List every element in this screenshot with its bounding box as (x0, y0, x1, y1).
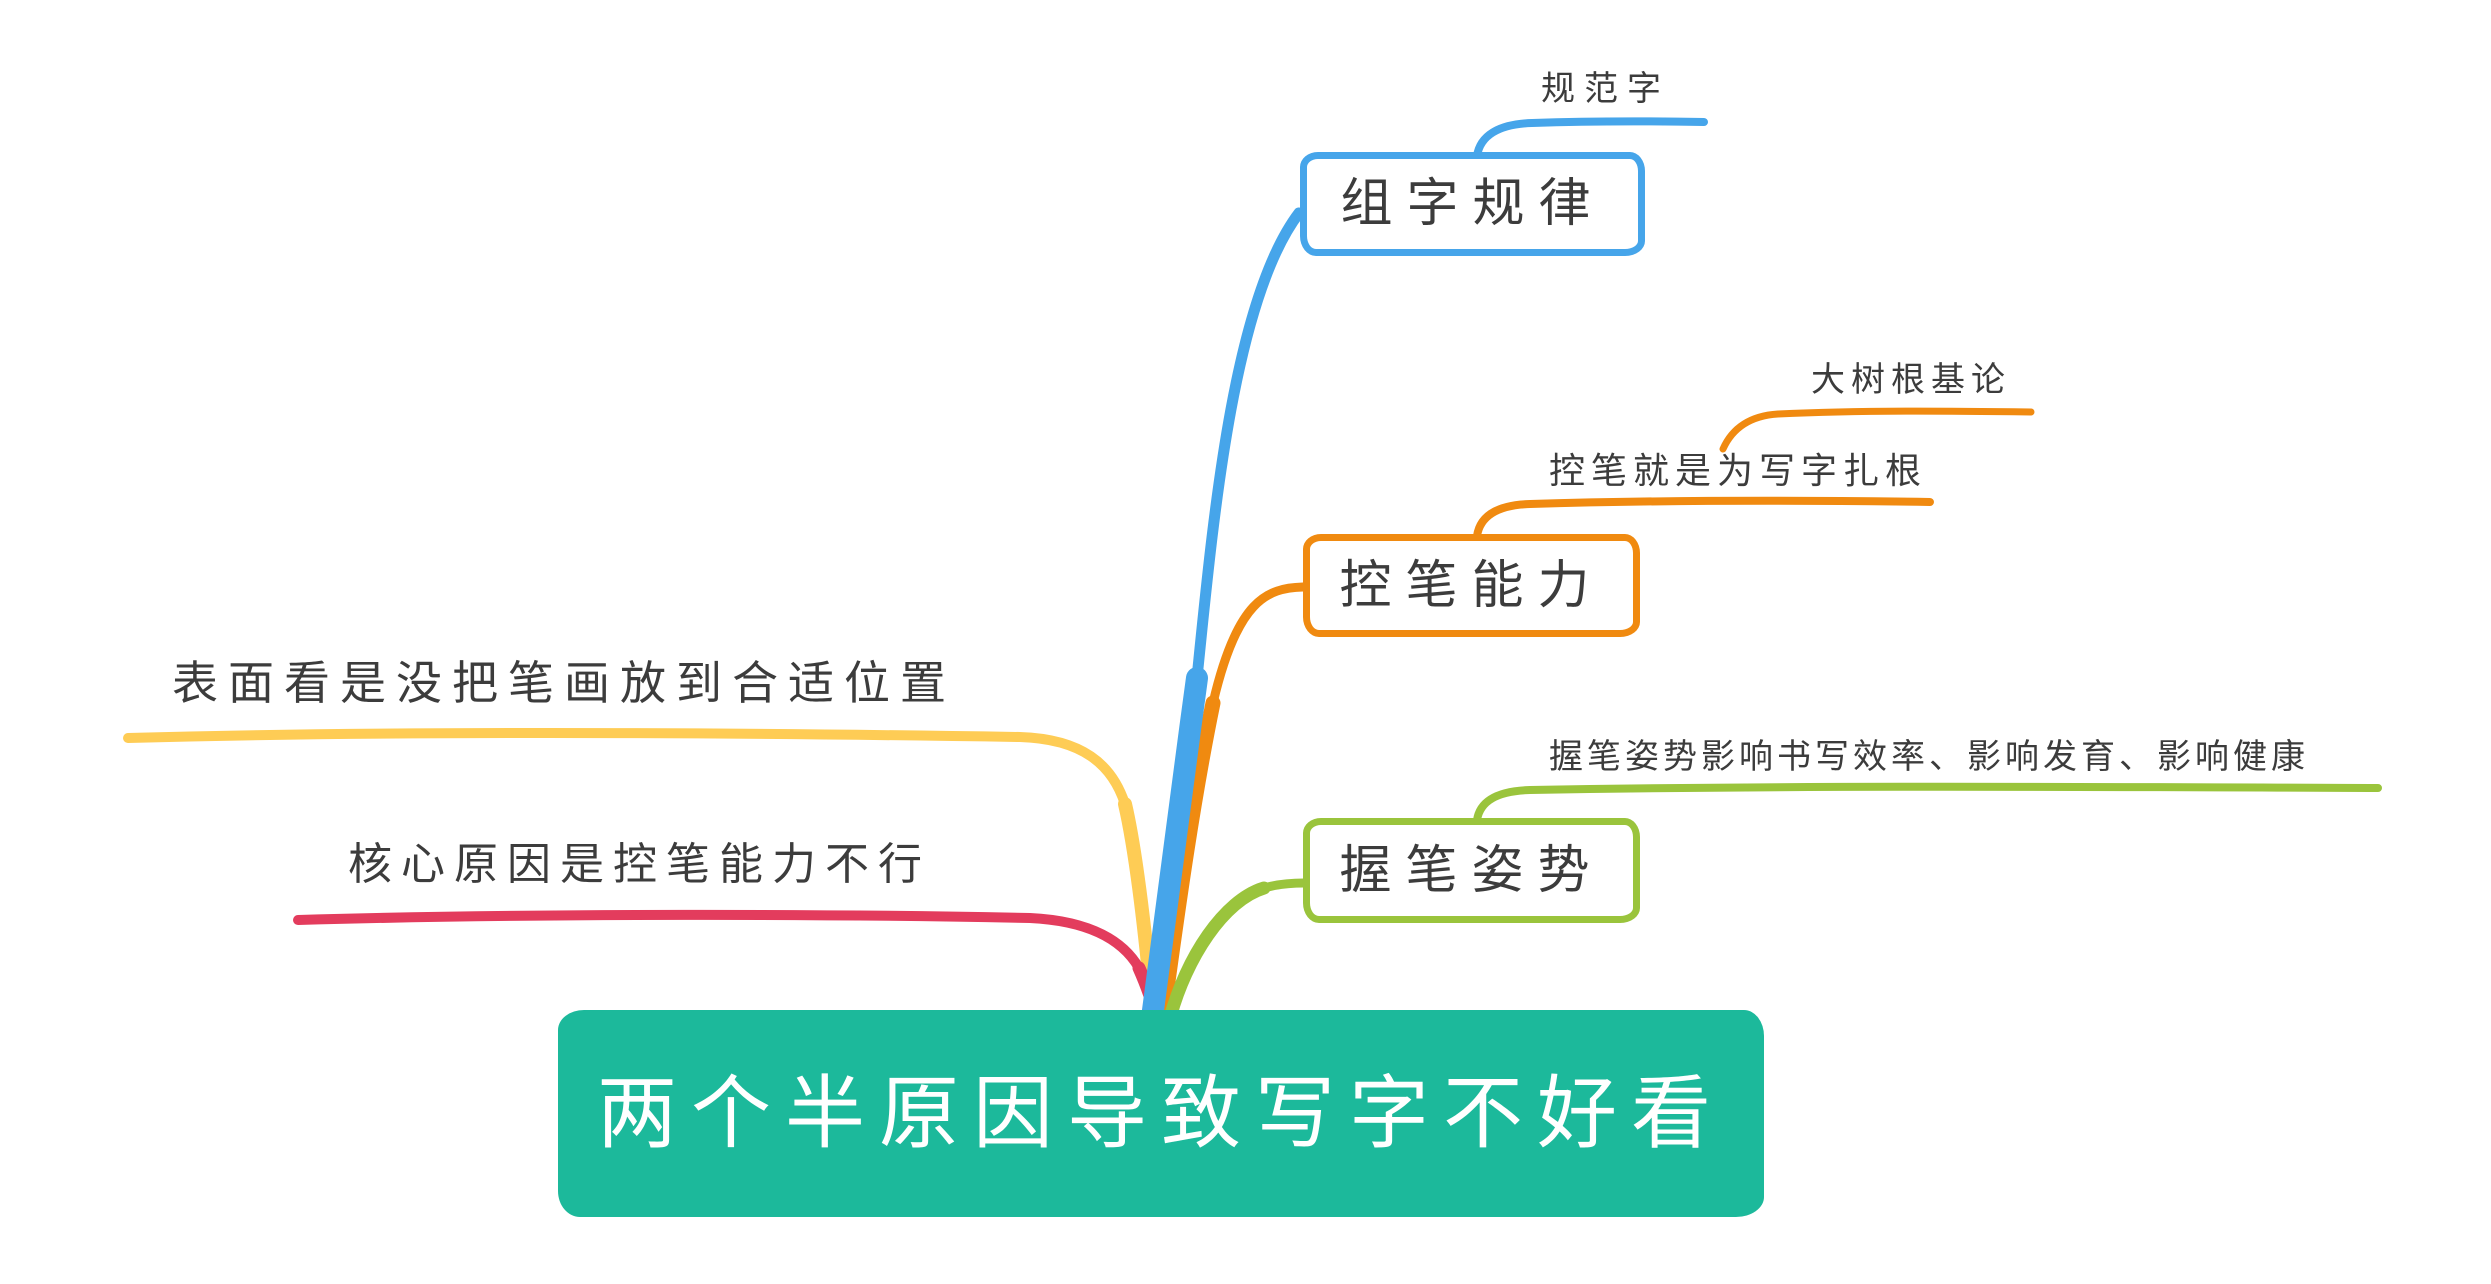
subtopic-control-pen-root[interactable]: 控笔就是为写字扎根 (1549, 451, 1928, 492)
subtopic-grip-effects[interactable]: 握笔姿势影响书写效率、影响发育、影响健康 (1549, 737, 2309, 777)
topic-character-rules[interactable]: 组字规律 (1300, 152, 1645, 256)
branch-grip-child-underline (1473, 782, 2382, 824)
topic-pen-control-label: 控笔能力 (1339, 555, 1604, 616)
branch-surface-line (123, 728, 1130, 809)
topic-surface-reason[interactable]: 表面看是没把笔画放到合适位置 (172, 656, 956, 710)
central-topic-label: 两个半原因导致写字不好看 (597, 1066, 1725, 1160)
branch-rules-trunk (1141, 667, 1208, 1029)
topic-character-rules-label: 组字规律 (1340, 174, 1605, 234)
central-topic-node[interactable]: 两个半原因导致写字不好看 (558, 1010, 1764, 1217)
branch-pen-control-curve (1208, 582, 1308, 708)
branch-rules-curve (1191, 207, 1305, 684)
branch-standard-char-underline (1473, 117, 1708, 160)
topic-grip-posture[interactable]: 握笔姿势 (1303, 818, 1640, 923)
subtopic-tree-root-theory[interactable]: 大树根基论 (1811, 360, 2011, 400)
topic-grip-posture-label: 握笔姿势 (1339, 840, 1604, 901)
branch-pen-control-trunk (1155, 695, 1221, 1026)
topic-core-reason[interactable]: 核心原因是控笔能力不行 (348, 839, 931, 890)
branch-core-line (293, 909, 1144, 973)
branch-grip-curve (1259, 878, 1309, 893)
branch-pen-control-child-underline (1473, 496, 1934, 540)
topic-pen-control[interactable]: 控笔能力 (1303, 534, 1640, 637)
branch-grip-trunk (1163, 881, 1271, 1025)
branch-tree-root-underline (1719, 407, 2035, 453)
subtopic-standard-characters[interactable]: 规范字 (1541, 69, 1670, 109)
